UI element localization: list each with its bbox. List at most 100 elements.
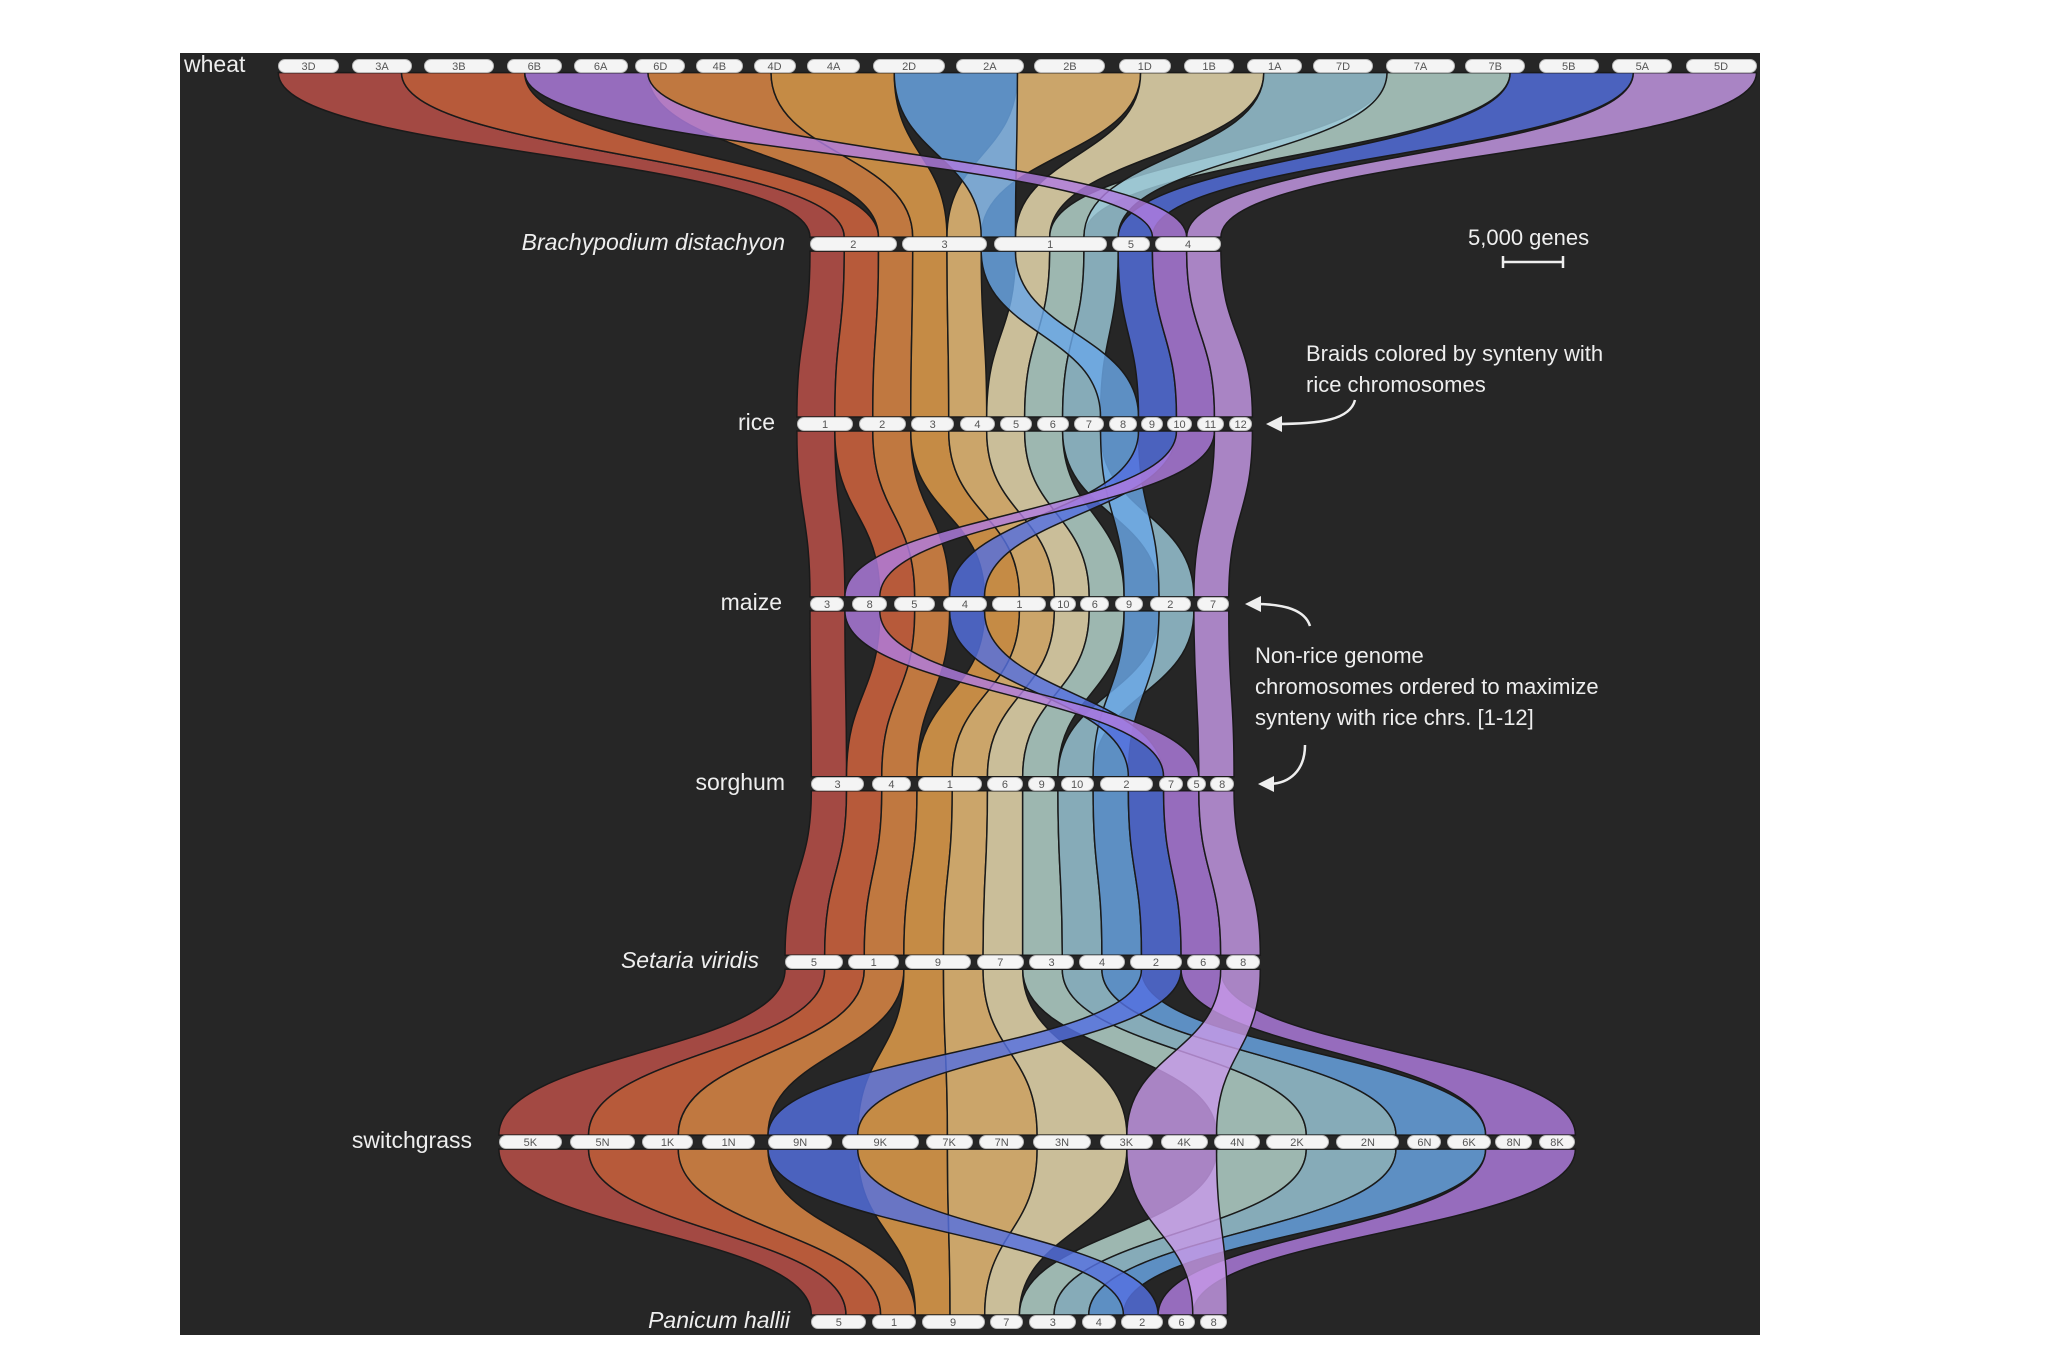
chromosome-11[interactable]: 11	[1197, 417, 1224, 432]
chromosome-1B[interactable]: 1B	[1184, 58, 1235, 73]
chromosome-3[interactable]: 3	[809, 596, 845, 611]
chromosome-4D[interactable]: 4D	[753, 58, 796, 73]
chromosome-9[interactable]: 9	[1140, 417, 1164, 432]
chromosome-6[interactable]: 6	[1186, 955, 1220, 970]
chromosome-4[interactable]: 4	[1155, 237, 1221, 252]
chromosome-2N[interactable]: 2N	[1336, 1135, 1400, 1150]
chromosome-8N[interactable]: 8N	[1495, 1135, 1533, 1150]
chromosome-10[interactable]: 10	[1050, 596, 1077, 611]
chromosome-2[interactable]: 2	[809, 237, 897, 252]
chromosome-6A[interactable]: 6A	[573, 58, 628, 73]
chromosome-10[interactable]: 10	[1060, 776, 1094, 791]
chromosome-9N[interactable]: 9N	[767, 1135, 833, 1150]
chromosome-7N[interactable]: 7N	[979, 1135, 1024, 1150]
braid-rice-chr-5	[946, 250, 988, 418]
chromosome-8[interactable]: 8	[852, 596, 888, 611]
chromosome-7[interactable]: 7	[976, 955, 1024, 970]
chromosome-1D[interactable]: 1D	[1118, 58, 1171, 73]
chromosome-6[interactable]: 6	[987, 776, 1023, 791]
chromosome-4[interactable]: 4	[871, 776, 912, 791]
braid-rice-chr-12	[1126, 1148, 1229, 1316]
chromosome-3[interactable]: 3	[911, 417, 955, 432]
chromosome-12[interactable]: 12	[1228, 417, 1253, 432]
chromosome-7[interactable]: 7	[989, 1314, 1023, 1329]
chromosome-6D[interactable]: 6D	[635, 58, 686, 73]
chromosome-6N[interactable]: 6N	[1407, 1135, 1442, 1150]
chromosome-10[interactable]: 10	[1167, 417, 1193, 432]
chromosome-1A[interactable]: 1A	[1247, 58, 1303, 73]
chromosome-6B[interactable]: 6B	[506, 58, 562, 73]
chromosome-8[interactable]: 8	[1226, 955, 1261, 970]
chromosome-2D[interactable]: 2D	[873, 58, 946, 73]
chromosome-5[interactable]: 5	[785, 955, 843, 970]
chromosome-6[interactable]: 6	[1037, 417, 1069, 432]
chromosome-3[interactable]: 3	[811, 776, 864, 791]
chromosome-1[interactable]: 1	[917, 776, 982, 791]
chromosome-6K[interactable]: 6K	[1446, 1135, 1492, 1150]
chromosome-8[interactable]: 8	[1199, 1314, 1228, 1329]
chromosome-2[interactable]: 2	[858, 417, 906, 432]
chromosome-2[interactable]: 2	[1130, 955, 1182, 970]
chromosome-3[interactable]: 3	[901, 237, 988, 252]
chromosome-7[interactable]: 7	[1197, 596, 1229, 611]
chromosome-3N[interactable]: 3N	[1033, 1135, 1091, 1150]
chromosome-4A[interactable]: 4A	[807, 58, 860, 73]
chromosome-4N[interactable]: 4N	[1214, 1135, 1261, 1150]
chromosome-2[interactable]: 2	[1100, 776, 1153, 791]
braid-rice-chr-11	[523, 71, 1188, 238]
chromosome-1[interactable]: 1	[871, 1314, 917, 1329]
chromosome-7[interactable]: 7	[1073, 417, 1105, 432]
chromosome-4[interactable]: 4	[942, 596, 988, 611]
chromosome-7B[interactable]: 7B	[1465, 58, 1526, 73]
braid-rice-chr-12	[1198, 789, 1262, 957]
chromosome-5[interactable]: 5	[1186, 776, 1207, 791]
chromosome-5D[interactable]: 5D	[1685, 58, 1757, 73]
genome-label: wheat	[184, 50, 246, 77]
chromosome-3B[interactable]: 3B	[424, 58, 494, 73]
chromosome-9[interactable]: 9	[1027, 776, 1056, 791]
chromosome-1[interactable]: 1	[992, 596, 1047, 611]
chromosome-5A[interactable]: 5A	[1612, 58, 1673, 73]
chromosome-1[interactable]: 1	[993, 237, 1107, 252]
chromosome-7K[interactable]: 7K	[925, 1135, 973, 1150]
chromosome-8[interactable]: 8	[1210, 776, 1235, 791]
chromosome-8[interactable]: 8	[1109, 417, 1137, 432]
chromosome-9[interactable]: 9	[921, 1314, 985, 1329]
chromosome-4[interactable]: 4	[1081, 1314, 1116, 1329]
chromosome-2B[interactable]: 2B	[1034, 58, 1106, 73]
chromosome-2A[interactable]: 2A	[955, 58, 1024, 73]
chromosome-2[interactable]: 2	[1150, 596, 1191, 611]
chromosome-5[interactable]: 5	[1000, 417, 1032, 432]
chromosome-9[interactable]: 9	[1114, 596, 1144, 611]
chromosome-3D[interactable]: 3D	[278, 58, 339, 73]
chromosome-1[interactable]: 1	[796, 417, 854, 432]
chromosome-8K[interactable]: 8K	[1538, 1135, 1576, 1150]
chromosome-5K[interactable]: 5K	[498, 1135, 562, 1150]
chromosome-3[interactable]: 3	[1029, 955, 1074, 970]
chromosome-5B[interactable]: 5B	[1538, 58, 1599, 73]
chromosome-3[interactable]: 3	[1029, 1314, 1077, 1329]
chromosome-2K[interactable]: 2K	[1265, 1135, 1329, 1150]
chromosome-6[interactable]: 6	[1168, 1314, 1195, 1329]
chromosome-1K[interactable]: 1K	[641, 1135, 694, 1150]
chromosome-3A[interactable]: 3A	[351, 58, 413, 73]
chromosome-1N[interactable]: 1N	[702, 1135, 755, 1150]
chromosome-5N[interactable]: 5N	[569, 1135, 636, 1150]
chromosome-4K[interactable]: 4K	[1160, 1135, 1208, 1150]
chromosome-9[interactable]: 9	[904, 955, 972, 970]
chromosome-4[interactable]: 4	[1079, 955, 1126, 970]
chromosome-3K[interactable]: 3K	[1100, 1135, 1153, 1150]
chromosome-5[interactable]: 5	[1111, 237, 1150, 252]
chromosome-5[interactable]: 5	[811, 1314, 867, 1329]
braid-rice-chr-7	[1021, 789, 1064, 957]
chromosome-7[interactable]: 7	[1159, 776, 1183, 791]
chromosome-7A[interactable]: 7A	[1386, 58, 1455, 73]
chromosome-5[interactable]: 5	[894, 596, 935, 611]
chromosome-9K[interactable]: 9K	[841, 1135, 919, 1150]
chromosome-4[interactable]: 4	[959, 417, 996, 432]
chromosome-7D[interactable]: 7D	[1312, 58, 1374, 73]
chromosome-1[interactable]: 1	[848, 955, 900, 970]
chromosome-4B[interactable]: 4B	[695, 58, 744, 73]
chromosome-2[interactable]: 2	[1121, 1314, 1164, 1329]
chromosome-6[interactable]: 6	[1080, 596, 1110, 611]
